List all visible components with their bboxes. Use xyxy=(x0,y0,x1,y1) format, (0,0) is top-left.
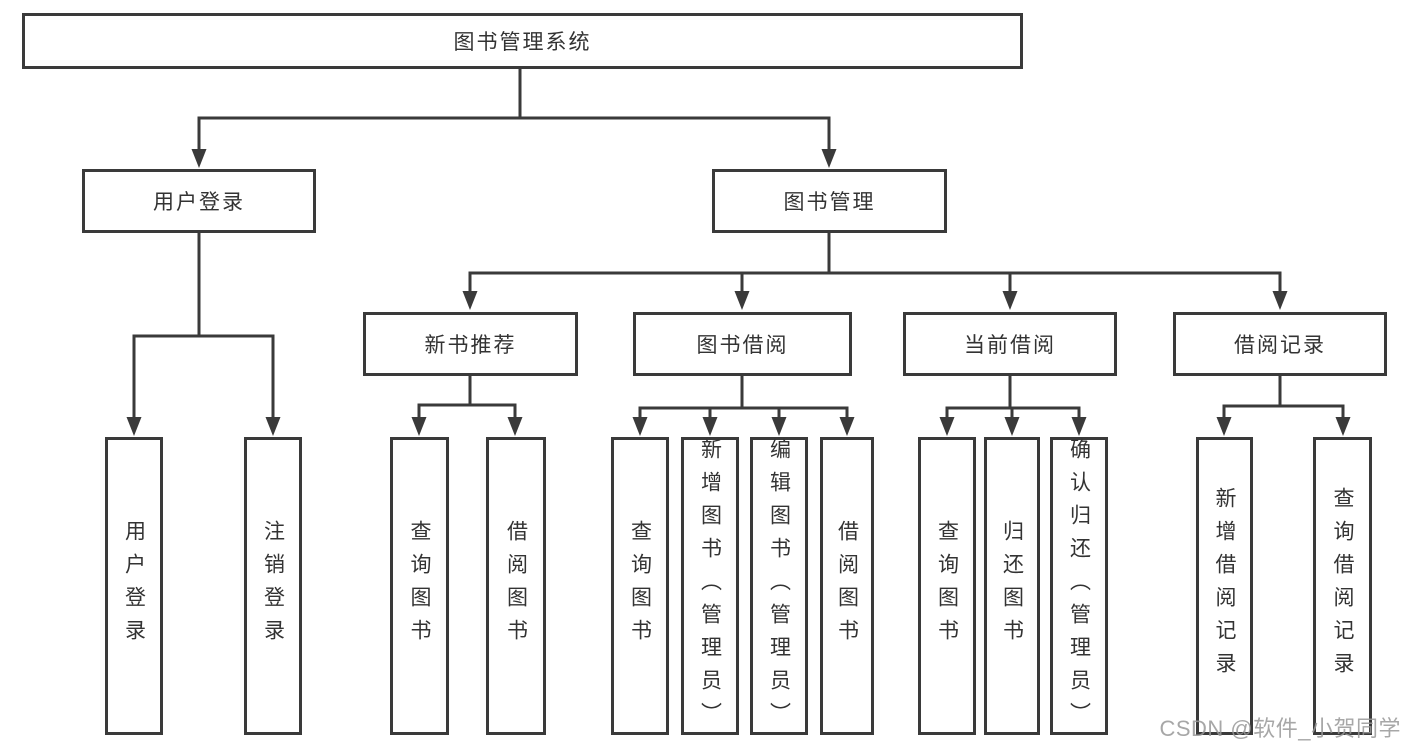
leaf-logout: 注销登录 xyxy=(244,437,302,735)
node-borrow-records: 借阅记录 xyxy=(1173,312,1387,376)
node-label: 图书借阅 xyxy=(696,334,789,357)
node-label: 新书推荐 xyxy=(424,334,517,357)
node-label: 查询图书 xyxy=(935,520,959,652)
node-root: 图书管理系统 xyxy=(22,13,1023,69)
node-label: 编辑图书（管理员） xyxy=(767,437,791,735)
node-user-login: 用户登录 xyxy=(82,169,316,233)
node-label: 当前借阅 xyxy=(964,334,1056,357)
node-label: 新增借阅记录 xyxy=(1213,487,1236,685)
leaf-borrow-books-1: 借阅图书 xyxy=(486,437,546,735)
node-label: 用户登录 xyxy=(153,191,245,214)
node-label: 查询借阅记录 xyxy=(1331,487,1354,685)
leaf-add-book-admin: 新增图书（管理员） xyxy=(681,437,739,735)
leaf-query-borrow-record: 查询借阅记录 xyxy=(1313,437,1372,735)
node-label: 借阅记录 xyxy=(1234,334,1326,357)
node-new-book-recommend: 新书推荐 xyxy=(363,312,578,376)
node-current-borrow: 当前借阅 xyxy=(903,312,1117,376)
node-label: 图书管理 xyxy=(783,191,876,214)
node-label: 用户登录 xyxy=(122,520,146,652)
leaf-confirm-return-admin: 确认归还（管理员） xyxy=(1050,437,1108,735)
node-label: 图书管理系统 xyxy=(453,31,592,54)
node-label: 归还图书 xyxy=(1000,520,1024,652)
node-book-borrow: 图书借阅 xyxy=(633,312,852,376)
node-label: 注销登录 xyxy=(261,520,285,652)
leaf-query-books-2: 查询图书 xyxy=(611,437,669,735)
leaf-query-books-1: 查询图书 xyxy=(390,437,449,735)
node-label: 查询图书 xyxy=(408,520,431,652)
node-label: 确认归还（管理员） xyxy=(1067,437,1091,735)
csdn-watermark: CSDN @软件_小贺同学 xyxy=(1159,716,1401,741)
leaf-edit-book-admin: 编辑图书（管理员） xyxy=(750,437,808,735)
leaf-borrow-books-2: 借阅图书 xyxy=(820,437,874,735)
arrowheads xyxy=(126,149,1351,436)
node-label: 查询图书 xyxy=(628,520,652,652)
leaf-return-book: 归还图书 xyxy=(984,437,1040,735)
node-label: 新增图书（管理员） xyxy=(698,437,722,735)
leaf-user-login: 用户登录 xyxy=(105,437,163,735)
node-label: 借阅图书 xyxy=(835,520,859,652)
node-label: 借阅图书 xyxy=(504,520,528,652)
leaf-add-borrow-record: 新增借阅记录 xyxy=(1196,437,1253,735)
node-book-management: 图书管理 xyxy=(712,169,947,233)
leaf-query-books-3: 查询图书 xyxy=(918,437,976,735)
